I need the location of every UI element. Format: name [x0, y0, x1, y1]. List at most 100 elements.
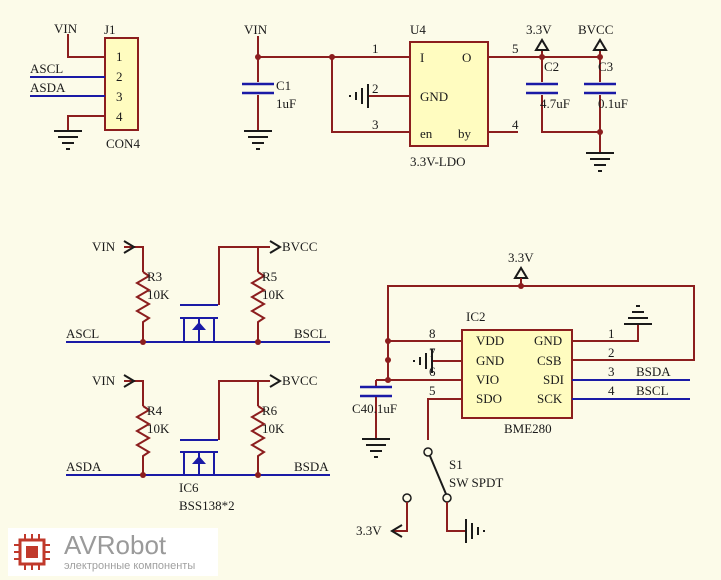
- j1-body: [104, 37, 139, 131]
- c3-value: 0.1uF: [598, 96, 628, 111]
- ldo-body: [409, 41, 489, 147]
- switch-lever: [429, 455, 447, 495]
- c2-ref: C2: [544, 59, 559, 74]
- bme-supply-label: 3.3V: [508, 250, 534, 265]
- j1-pin-3: 3: [116, 89, 123, 104]
- ground-icon: [244, 130, 272, 150]
- c1-ref: C1: [276, 78, 291, 93]
- power-arrow-icon: [390, 524, 403, 538]
- j1-asda-label: ASDA: [30, 80, 66, 95]
- ldo-pin-en: en: [420, 126, 433, 141]
- scl-r-left: [135, 271, 151, 342]
- j1-value: CON4: [106, 136, 140, 151]
- c4-label: C40.1uF: [352, 401, 397, 416]
- scl-r-right: [250, 271, 266, 342]
- bme-pin-gnd-left: GND: [476, 353, 504, 368]
- bme-designator: IC2: [466, 309, 486, 324]
- switch-33-wire: [394, 502, 408, 532]
- ldo-vin-label: VIN: [244, 22, 268, 37]
- j1-pin-1: 1: [116, 49, 123, 64]
- ldo-pin-num-2: 2: [372, 81, 379, 96]
- power-arrow-icon: [269, 374, 282, 388]
- chip-logo-icon: [14, 534, 50, 570]
- ldo-pin-out: O: [462, 50, 471, 65]
- sda-r-right-value: 10K: [262, 421, 285, 436]
- bme-pin-sck: SCK: [537, 391, 563, 406]
- junction: [385, 357, 391, 363]
- ground-icon: [413, 349, 433, 373]
- power-arrow-icon: [123, 240, 136, 254]
- sda-r-right-ref: R6: [262, 403, 278, 418]
- switch-contact: [442, 493, 452, 503]
- ground-icon: [362, 438, 390, 458]
- ldo-out-33-label: 3.3V: [526, 22, 552, 37]
- junction: [385, 338, 391, 344]
- ldo-section: VIN C1 1uF U4 3.3V-LDO I O GND en by 1 2…: [242, 22, 628, 172]
- switch-contact: [402, 493, 412, 503]
- ldo-pin-num-5: 5: [512, 41, 519, 56]
- power-arrow-icon: [123, 374, 136, 388]
- ldo-designator: U4: [410, 22, 426, 37]
- power-arrow-icon: [269, 240, 282, 254]
- logo-subtitle: электронные компоненты: [64, 560, 196, 572]
- junction: [385, 377, 391, 383]
- sda-net-left: ASDA: [66, 459, 102, 474]
- ldo-out-bvcc-label: BVCC: [578, 22, 613, 37]
- junction: [597, 129, 603, 135]
- ground-icon: [465, 519, 485, 543]
- j1-vin-label: VIN: [54, 21, 78, 36]
- ldo-pin-num-1: 1: [372, 41, 379, 56]
- junction: [140, 339, 146, 345]
- switch-gnd-wire: [446, 502, 466, 532]
- power-arrow-icon: [592, 38, 608, 51]
- bme-gnd-right-wire: [572, 325, 639, 342]
- scl-r-right-value: 10K: [262, 287, 285, 302]
- bme-pin-num-2: 2: [608, 345, 615, 360]
- bme280-section: 3.3V IC2 BME280 VDD GND VIO SDO 8 7 6 5 …: [352, 250, 695, 458]
- ground-icon: [349, 84, 369, 108]
- scl-vin-wire: [124, 246, 144, 272]
- sda-ic-ref: IC6: [179, 480, 199, 495]
- vin-rail: [257, 36, 410, 58]
- junction: [255, 472, 261, 478]
- junction: [140, 472, 146, 478]
- bme-pin-num-8: 8: [429, 326, 436, 341]
- ldo-value: 3.3V-LDO: [410, 154, 466, 169]
- sda-ic-value: BSS138*2: [179, 498, 235, 513]
- ldo-pin-gnd: GND: [420, 89, 448, 104]
- scl-vin-label: VIN: [92, 239, 116, 254]
- connector-j1: J1 CON4 1 2 3 4 VIN ASCL ASDA: [30, 21, 140, 151]
- scl-bvcc-label: BVCC: [282, 239, 317, 254]
- sda-vin-wire: [124, 380, 144, 406]
- bme-pin-vdd: VDD: [476, 333, 504, 348]
- bme-body: [461, 329, 573, 419]
- switch-contact: [423, 447, 433, 457]
- scl-r-right-ref: R5: [262, 269, 277, 284]
- bme-net-bsda: BSDA: [636, 364, 671, 379]
- switch-supply-label: 3.3V: [356, 523, 382, 538]
- scl-bvcc-wire: [218, 246, 259, 305]
- scl-net-left: ASCL: [66, 326, 99, 341]
- c3-ref: C3: [598, 59, 613, 74]
- bme-pin-num-1: 1: [608, 326, 615, 341]
- bme-value: BME280: [504, 421, 552, 436]
- switch-ref: S1: [449, 457, 463, 472]
- switch-value: SW SPDT: [449, 475, 503, 490]
- power-arrow-icon: [534, 38, 550, 51]
- j1-designator: J1: [104, 22, 116, 37]
- sda-r-left-value: 10K: [147, 421, 170, 436]
- sda-bvcc-label: BVCC: [282, 373, 317, 388]
- sda-bvcc-wire: [218, 380, 259, 440]
- sda-r-right: [250, 405, 266, 475]
- junction: [329, 54, 335, 60]
- j1-pin-4: 4: [116, 109, 123, 124]
- ground-icon: [624, 305, 652, 325]
- level-shifter-sda: VIN R4 10K BVCC R6 10K ASDA BSDA IC6 BSS…: [66, 373, 330, 513]
- cap-gnd-wire: [541, 95, 600, 133]
- bme-pin-num-4: 4: [608, 383, 615, 398]
- power-arrow-icon: [513, 266, 529, 279]
- ground-icon: [586, 152, 614, 172]
- junction: [518, 283, 524, 289]
- sda-vin-label: VIN: [92, 373, 116, 388]
